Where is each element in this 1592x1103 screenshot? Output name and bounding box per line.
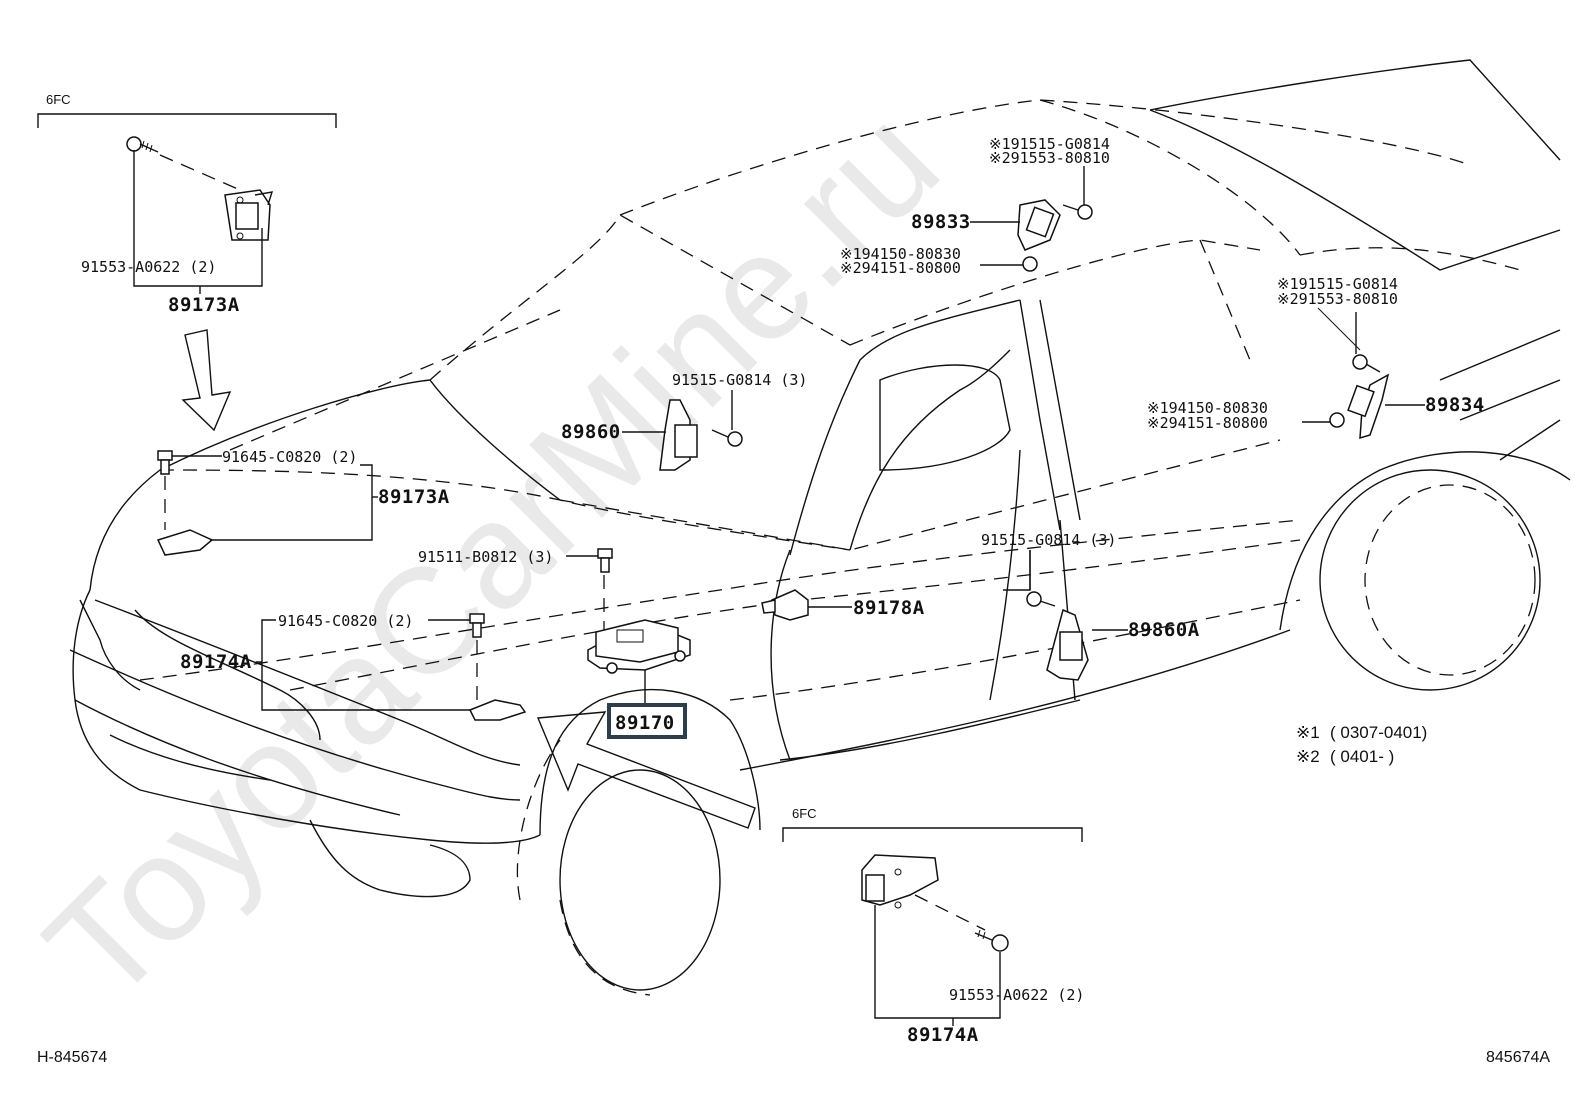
inset-bottom: 6FC 91553-A0622 (2) 89174A <box>782 806 1084 1046</box>
arrow-down-icon <box>181 329 232 432</box>
svg-text:91553-A0622 (2): 91553-A0622 (2) <box>949 986 1084 1004</box>
curtain-airbag-sensor-icon <box>1017 199 1061 251</box>
bolt-icon <box>974 929 1009 952</box>
svg-text:※194150-80830: ※194150-80830 <box>1147 399 1268 417</box>
svg-text:89173A: 89173A <box>378 486 450 508</box>
legend-range: ( 0307-0401) <box>1330 723 1427 742</box>
door-sensor: 89178A <box>761 589 925 621</box>
svg-text:※191515-G0814: ※191515-G0814 <box>989 135 1110 153</box>
svg-text:91645-C0820 (2): 91645-C0820 (2) <box>222 448 357 466</box>
bolt-icon <box>597 548 613 573</box>
car-outline <box>69 59 1571 996</box>
inset-top-left: 6FC 91553-A0622 (2) 89173A <box>37 92 337 432</box>
svg-text:89178A: 89178A <box>853 597 925 619</box>
arrow-icon <box>536 711 756 829</box>
bolt-part-number: 91553-A0622 (2) <box>81 258 216 276</box>
bolt-icon <box>1352 354 1381 373</box>
svg-text:89833: 89833 <box>911 211 971 233</box>
figure-id-left: H-845674 <box>37 1049 107 1066</box>
svg-text:91515-G0814 (3): 91515-G0814 (3) <box>981 531 1116 549</box>
sensor-part-number: 89173A <box>168 294 240 316</box>
bolt-icon <box>711 429 743 447</box>
front-left-sensor: 91645-C0820 (2) 89173A <box>156 448 450 556</box>
svg-text:※194150-80830: ※194150-80830 <box>840 245 961 263</box>
svg-text:※294151-80800: ※294151-80800 <box>840 259 961 277</box>
legend-mark: ※1 <box>1296 723 1320 742</box>
legend-range: ( 0401- ) <box>1330 747 1394 766</box>
bolt-icon <box>469 613 485 638</box>
side-sensor-front: 91515-G0814 (3) 89860 <box>561 371 807 471</box>
svg-text:※291553-80810: ※291553-80810 <box>1277 290 1398 308</box>
front-right-sensor: 91645-C0820 (2) 89174A <box>180 612 527 721</box>
highlight-box <box>607 703 687 739</box>
svg-text:91645-C0820 (2): 91645-C0820 (2) <box>278 612 413 630</box>
airbag-control-module-icon <box>587 619 691 674</box>
side-sensor-rear: 91515-G0814 (3) 89860A <box>981 531 1200 681</box>
nut-icon <box>1022 256 1038 272</box>
bolt-icon <box>1062 204 1093 220</box>
svg-text:91515-G0814 (3): 91515-G0814 (3) <box>672 371 807 389</box>
svg-text:89174A: 89174A <box>180 651 252 673</box>
center-airbag-sensor: 91511-B0812 (3) 89170 <box>418 548 756 829</box>
curtain-airbag-sensor-icon <box>1347 373 1390 440</box>
curtain-sensor-right: ※191515-G0814 ※291553-80810 89834 ※19415… <box>1147 275 1485 440</box>
svg-text:※294151-80800: ※294151-80800 <box>1147 414 1268 432</box>
figure-id-right: 845674A <box>1486 1049 1550 1066</box>
bolt-icon <box>126 136 159 153</box>
svg-text:89860: 89860 <box>561 421 621 443</box>
svg-text:※291553-80810: ※291553-80810 <box>989 149 1110 167</box>
nut-icon <box>1329 412 1345 428</box>
front-airbag-sensor-icon <box>861 854 939 909</box>
side-airbag-sensor-icon <box>659 399 698 471</box>
svg-text:89860A: 89860A <box>1128 619 1200 641</box>
svg-text:91511-B0812 (3): 91511-B0812 (3) <box>418 548 553 566</box>
svg-text:89174A: 89174A <box>907 1024 979 1046</box>
legend-mark: ※2 <box>1296 747 1320 766</box>
bolt-icon <box>1026 591 1056 607</box>
inset-label: 6FC <box>792 806 817 821</box>
legend: ※1 ( 0307-0401) ※2 ( 0401- ) <box>1296 723 1427 766</box>
svg-text:89834: 89834 <box>1425 394 1485 416</box>
inset-label: 6FC <box>46 92 71 107</box>
svg-text:※191515-G0814: ※191515-G0814 <box>1277 275 1398 293</box>
side-airbag-sensor-icon <box>1046 608 1089 681</box>
curtain-sensor-left: ※191515-G0814 ※291553-80810 89833 ※19415… <box>840 135 1110 277</box>
highlighted-part-number: 89170 <box>615 712 675 734</box>
front-airbag-sensor-icon <box>224 189 274 241</box>
